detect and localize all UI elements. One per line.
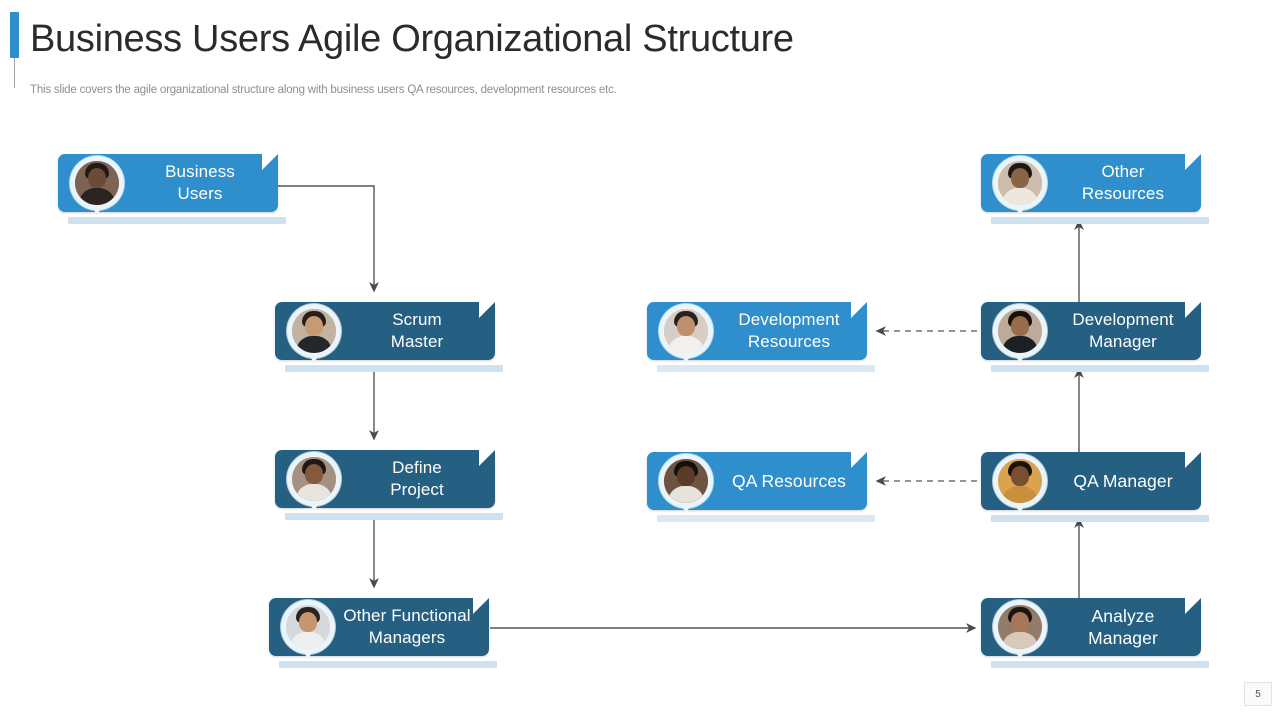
node-shadow-bar — [657, 365, 875, 372]
node-other-resources[interactable]: Other Resources — [981, 154, 1209, 224]
node-label: Other Functional Managers — [343, 606, 471, 647]
corner-notch — [1185, 452, 1201, 468]
node-qa-manager[interactable]: QA Manager — [981, 452, 1209, 522]
node-label: Define Project — [390, 458, 444, 499]
node-body[interactable]: Define Project — [275, 450, 495, 512]
corner-notch — [479, 302, 495, 318]
avatar — [993, 304, 1047, 366]
avatar — [287, 304, 341, 366]
node-body[interactable]: Analyze Manager — [981, 598, 1201, 660]
node-development-manager[interactable]: Development Manager — [981, 302, 1209, 372]
page-number: 5 — [1244, 682, 1272, 706]
corner-notch — [262, 154, 278, 170]
corner-notch — [851, 302, 867, 318]
corner-notch — [851, 452, 867, 468]
node-shadow-bar — [657, 515, 875, 522]
avatar — [993, 156, 1047, 218]
node-business-users[interactable]: Business Users — [58, 154, 286, 224]
node-body[interactable]: QA Resources — [647, 452, 867, 514]
node-label: Development Manager — [1072, 310, 1174, 351]
node-shadow-bar — [991, 515, 1209, 522]
node-shadow-bar — [285, 513, 503, 520]
node-body[interactable]: Other Functional Managers — [269, 598, 489, 660]
node-shadow-bar — [991, 661, 1209, 668]
node-label: QA Manager — [1073, 471, 1173, 491]
node-shadow-bar — [991, 217, 1209, 224]
node-shadow-bar — [285, 365, 503, 372]
node-qa-resources[interactable]: QA Resources — [647, 452, 875, 522]
corner-notch — [479, 450, 495, 466]
corner-notch — [1185, 302, 1201, 318]
corner-notch — [1185, 598, 1201, 614]
title-accent-tail — [14, 58, 15, 88]
node-development-resources[interactable]: Development Resources — [647, 302, 875, 372]
node-body[interactable]: QA Manager — [981, 452, 1201, 514]
node-other-functional-managers[interactable]: Other Functional Managers — [269, 598, 497, 668]
node-body[interactable]: Scrum Master — [275, 302, 495, 364]
node-shadow-bar — [68, 217, 286, 224]
avatar — [659, 304, 713, 366]
node-label: Analyze Manager — [1088, 606, 1158, 648]
node-label: QA Resources — [731, 471, 847, 491]
node-shadow-bar — [991, 365, 1209, 372]
avatar — [281, 600, 335, 662]
node-label: Development Resources — [738, 310, 840, 351]
avatar — [993, 600, 1047, 662]
node-label: Other Resources — [1081, 162, 1165, 203]
avatar — [287, 452, 341, 514]
node-shadow-bar — [279, 661, 497, 668]
node-label: Scrum Master — [390, 310, 444, 351]
page-title: Business Users Agile Organizational Stru… — [30, 18, 794, 60]
avatar — [993, 454, 1047, 516]
node-body[interactable]: Development Resources — [647, 302, 867, 364]
corner-notch — [1185, 154, 1201, 170]
node-label: Business Users — [165, 162, 235, 203]
node-define-project[interactable]: Define Project — [275, 450, 503, 520]
title-accent-bar — [10, 12, 19, 58]
page-subtitle: This slide covers the agile organization… — [30, 84, 617, 96]
node-body[interactable]: Other Resources — [981, 154, 1201, 216]
avatar — [659, 454, 713, 516]
corner-notch — [473, 598, 489, 614]
avatar — [70, 156, 124, 218]
node-scrum-master[interactable]: Scrum Master — [275, 302, 503, 372]
node-body[interactable]: Business Users — [58, 154, 278, 216]
node-body[interactable]: Development Manager — [981, 302, 1201, 364]
node-analyze-manager[interactable]: Analyze Manager — [981, 598, 1209, 668]
edge-business-users-to-scrum-master — [278, 185, 379, 293]
